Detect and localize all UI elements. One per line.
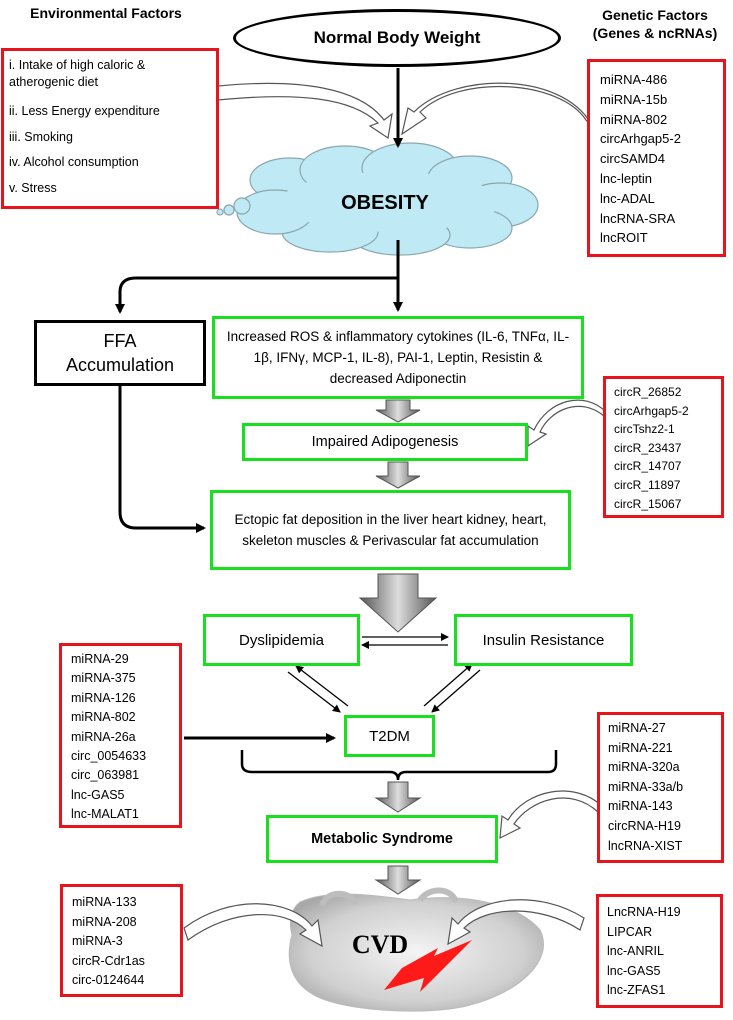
cvd-right-ncrna-box: LncRNA-H19 LIPCAR lnc-ANRIL lnc-GAS5 lnc… <box>596 894 723 1008</box>
genetic-factor-item: circSAMD4 <box>600 151 666 167</box>
ectopic-fat-label: Ectopic fat deposition in the liver hear… <box>234 512 547 548</box>
lightning-icon <box>384 940 472 992</box>
obesity-label: OBESITY <box>341 192 429 214</box>
genetic-factor-item: miRNA-486 <box>600 72 668 87</box>
cvd-left-ncrna-box: miRNA-133 miRNA-208 miRNA-3 circR-Cdr1as… <box>60 884 183 997</box>
curved-arrow-genetic <box>401 82 595 136</box>
adipogenesis-ncrna-list: circR_26852 circArhgap5-2 circTshz2-1 ci… <box>614 383 721 513</box>
t2dm-ncrna-item: circ_0054633 <box>71 749 147 764</box>
gray-arrow-2 <box>375 461 421 489</box>
genetic-factor-item: circArhgap5-2 <box>600 131 681 147</box>
metabolic-ncrna-item: miRNA-320a <box>608 760 680 775</box>
metabolic-ncrna-item: miRNA-143 <box>608 799 673 814</box>
gray-arrow-big <box>358 573 438 633</box>
t2dm-ncrna-item: miRNA-126 <box>71 690 136 705</box>
environmental-header: Environmental Factors <box>30 5 182 21</box>
impaired-adipogenesis-label: Impaired Adipogenesis <box>311 434 459 450</box>
adipogenesis-ncrna-item: circR_23437 <box>614 440 682 455</box>
adipogenesis-ncrna-box: circR_26852 circArhgap5-2 circTshz2-1 ci… <box>603 376 724 518</box>
metabolic-syndrome-node: Metabolic Syndrome <box>266 815 498 863</box>
adipogenesis-ncrna-item: circR_15067 <box>614 496 682 511</box>
cvd-left-ncrna-item: miRNA-133 <box>72 895 137 909</box>
cvd-right-ncrna-item: lnc-GAS5 <box>607 963 661 978</box>
genetic-factor-item: lncRNA-SRA <box>600 210 676 226</box>
genetic-factor-item: miRNA-15b <box>600 91 668 107</box>
adipogenesis-ncrna-item: circR_11897 <box>614 477 681 492</box>
genetic-factor-item: lnc-ADAL <box>600 190 655 206</box>
dyslipidemia-node: Dyslipidemia <box>203 614 360 666</box>
curved-arrow-cvd-right <box>447 899 585 946</box>
adipogenesis-ncrna-item: circR_14707 <box>614 459 682 474</box>
cvd-right-ncrna-item: lnc-ZFAS1 <box>607 983 666 998</box>
curved-arrow-adipogenesis <box>527 399 607 448</box>
metabolic-ncrna-box: miRNA-27 miRNA-221 miRNA-320a miRNA-33a/… <box>597 712 724 863</box>
cvd-left-ncrna-item: miRNA-3 <box>72 934 123 949</box>
metabolic-ncrna-item: circRNA-H19 <box>608 818 681 833</box>
cvd-right-ncrna-item: LIPCAR <box>607 924 653 939</box>
insulin-resistance-node: Insulin Resistance <box>454 614 633 666</box>
metabolic-ncrna-item: miRNA-27 <box>608 721 666 735</box>
environmental-factor-item: ii. Less Energy expenditure <box>9 104 160 118</box>
genetic-factors-box: miRNA-486 miRNA-15b miRNA-802 circArhgap… <box>587 59 726 257</box>
gray-arrow-4 <box>374 865 422 895</box>
t2dm-ncrna-item: miRNA-375 <box>71 671 136 686</box>
metabolic-ncrna-list: miRNA-27 miRNA-221 miRNA-320a miRNA-33a/… <box>608 719 721 856</box>
environmental-factors-box: i. Intake of high caloric & atherogenic … <box>1 48 219 209</box>
impaired-adipogenesis-node: Impaired Adipogenesis <box>242 423 528 461</box>
metabolic-syndrome-label: Metabolic Syndrome <box>311 831 453 847</box>
cvd-right-ncrna-item: lnc-ANRIL <box>607 944 664 959</box>
gray-arrow-1 <box>375 399 421 423</box>
environmental-factor-item: iv. Alcohol consumption <box>9 155 139 169</box>
t2dm-node: T2DM <box>344 715 435 757</box>
ffa-accumulation-label: FFA Accumulation <box>65 331 175 375</box>
adipogenesis-ncrna-item: circTshz2-1 <box>614 422 675 437</box>
cvd-left-ncrna-item: circ-0124644 <box>72 973 145 988</box>
gray-arrow-3 <box>374 781 422 813</box>
obesity-cloud <box>216 142 539 256</box>
normal-body-weight-label: Normal Body Weight <box>313 28 481 47</box>
adipogenesis-ncrna-item: circArhgap5-2 <box>614 403 689 418</box>
genetic-factor-item: miRNA-802 <box>600 111 668 127</box>
curved-arrow-metabolic <box>499 790 603 840</box>
environmental-factor-item: i. Intake of high caloric & atherogenic … <box>9 58 146 89</box>
cvd-left-ncrna-list: miRNA-133 miRNA-208 miRNA-3 circR-Cdr1as… <box>72 893 180 991</box>
metabolic-ncrna-item: miRNA-33a/b <box>608 779 684 794</box>
t2dm-ncrna-item: miRNA-802 <box>71 710 136 725</box>
t2dm-ncrna-box: miRNA-29 miRNA-375 miRNA-126 miRNA-802 m… <box>59 643 182 828</box>
ectopic-fat-node: Ectopic fat deposition in the liver hear… <box>210 490 571 570</box>
inflammation-node: Increased ROS & inflammatory cytokines (… <box>212 316 584 399</box>
t2dm-ncrna-item: circ_063981 <box>71 768 140 783</box>
environmental-factors-list: i. Intake of high caloric & atherogenic … <box>9 57 212 201</box>
t2dm-label: T2DM <box>369 727 410 745</box>
curved-arrow-env <box>217 82 393 140</box>
metabolic-ncrna-item: miRNA-221 <box>608 740 673 755</box>
cvd-label: CVD <box>351 930 409 959</box>
genetic-factor-item: lnc-leptin <box>600 170 653 186</box>
genetic-header: Genetic Factors (Genes & ncRNAs) <box>592 7 718 41</box>
normal-body-weight-node: Normal Body Weight <box>233 9 561 67</box>
t2dm-ncrna-item: miRNA-26a <box>71 729 136 744</box>
genetic-factor-item: lncROIT <box>600 230 648 246</box>
curved-arrow-cvd-left <box>183 903 323 948</box>
ffa-accumulation-node: FFA Accumulation <box>34 320 206 386</box>
t2dm-ncrna-item: lnc-GAS5 <box>71 787 125 802</box>
t2dm-ncrna-item: lnc-MALAT1 <box>71 807 139 822</box>
insulin-resistance-label: Insulin Resistance <box>482 631 605 649</box>
t2dm-ncrna-item: miRNA-29 <box>71 652 129 666</box>
cvd-right-ncrna-list: LncRNA-H19 LIPCAR lnc-ANRIL lnc-GAS5 lnc… <box>607 903 720 1001</box>
dyslipidemia-label: Dyslipidemia <box>238 631 325 649</box>
cvd-left-ncrna-item: miRNA-208 <box>72 914 137 929</box>
heart-icon <box>288 887 544 1012</box>
inflammation-label: Increased ROS & inflammatory cytokines (… <box>226 329 570 386</box>
t2dm-ncrna-list: miRNA-29 miRNA-375 miRNA-126 miRNA-802 m… <box>71 650 179 825</box>
adipogenesis-ncrna-item: circR_26852 <box>614 385 682 399</box>
environmental-factor-item: iii. Smoking <box>9 129 73 144</box>
cvd-left-ncrna-item: circR-Cdr1as <box>72 953 145 968</box>
environmental-factor-item: v. Stress <box>9 180 57 195</box>
genetic-factors-list: miRNA-486 miRNA-15b miRNA-802 circArhgap… <box>600 70 723 248</box>
metabolic-ncrna-item: lncRNA-XIST <box>608 838 683 853</box>
cvd-right-ncrna-item: LncRNA-H19 <box>607 905 681 919</box>
